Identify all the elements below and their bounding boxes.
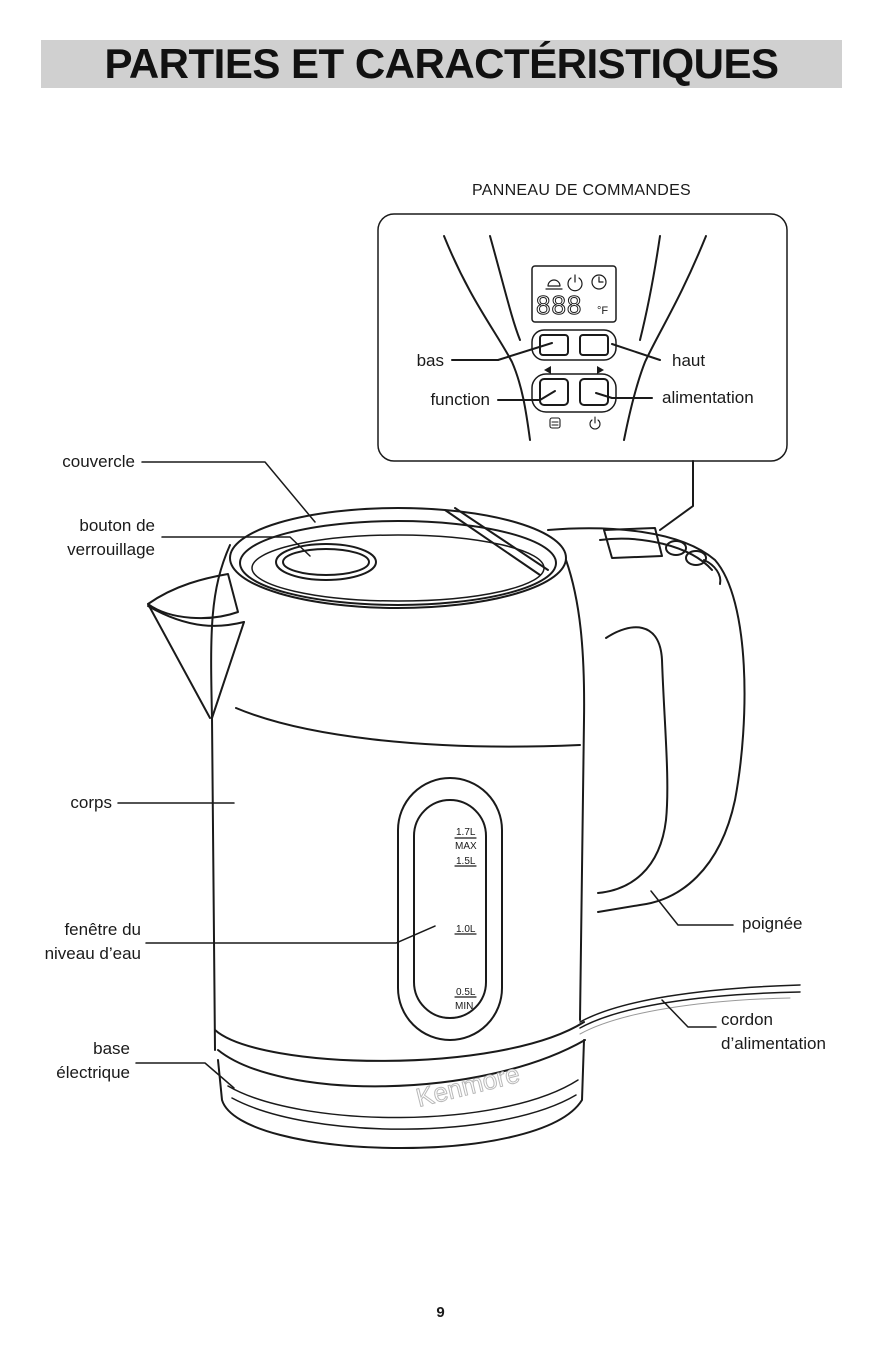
display-digits: 888 [536,290,582,320]
power-button [580,379,608,405]
menu-icon [550,418,560,428]
mark-max-text: MAX [455,841,477,852]
label-down: bas [30,349,444,373]
display-unit: °F [597,305,608,317]
label-water-window-line1: fenêtre du [0,918,141,942]
label-lock-button-line1: bouton de [0,514,155,538]
label-handle: poignée [742,912,803,936]
up-button [580,335,608,355]
label-water-window-line2: niveau d’eau [0,942,141,966]
brand-logo: Kenmore [413,1058,523,1113]
mark-min-text: MIN [455,1001,473,1012]
label-cord-line1: cordon [721,1008,773,1032]
mark-min-volume: 0.5L [456,987,476,998]
label-base-line1: base [0,1037,130,1061]
label-lock-button-line2: verrouillage [0,538,155,562]
power-small-icon [590,417,600,429]
mark-1-0: 1.0L [456,924,476,935]
label-body: corps [0,791,112,815]
left-arrow-icon [544,366,551,374]
label-power: alimentation [662,386,754,410]
label-lid: couvercle [0,450,135,474]
label-function: function [30,388,490,412]
power-icon [568,275,582,291]
right-arrow-icon [597,366,604,374]
mark-1-5: 1.5L [456,856,476,867]
timer-icon [592,275,606,289]
label-up: haut [672,349,705,373]
mark-max-volume: 1.7L [456,827,476,838]
label-base-line2: électrique [0,1061,130,1085]
keep-warm-icon [546,280,562,289]
label-cord-line2: d’alimentation [721,1032,826,1056]
page-number: 9 [0,1304,881,1321]
